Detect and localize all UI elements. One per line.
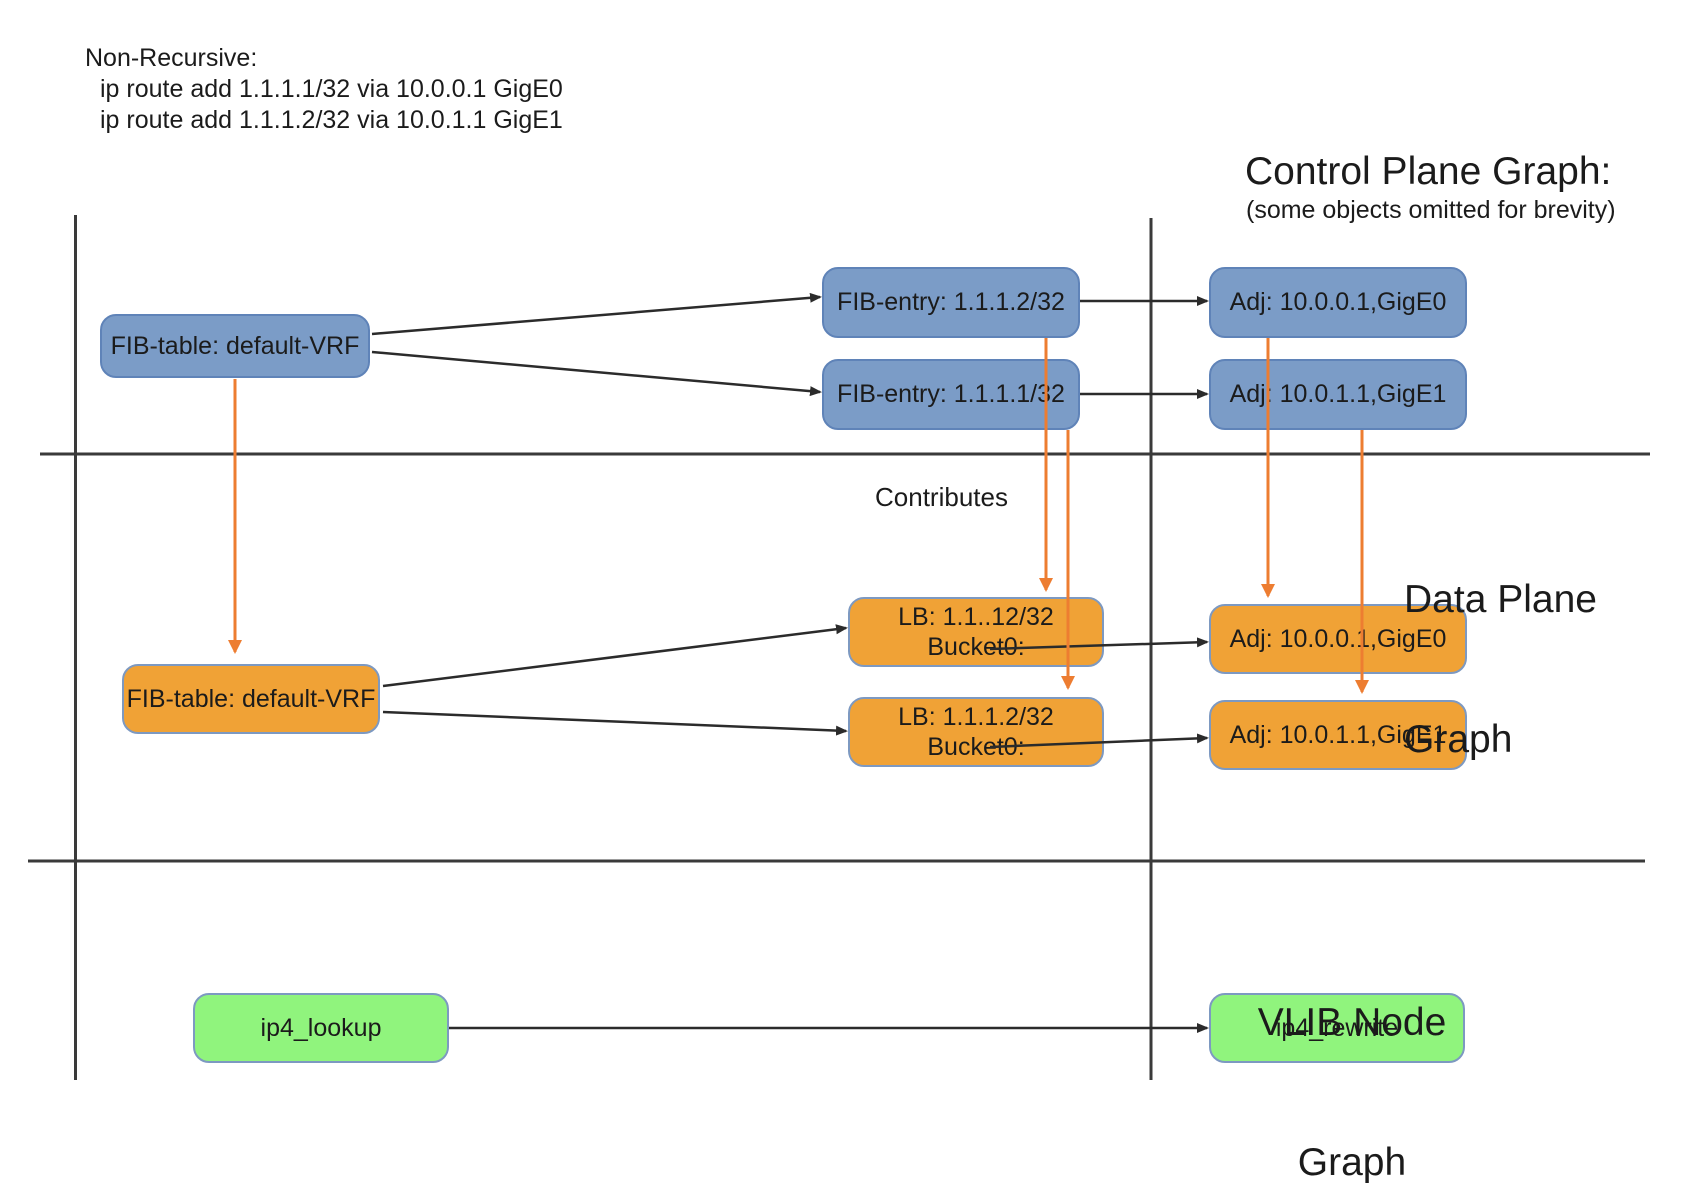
arrow-cp-fibtable-to-entry-1112 [371,292,822,336]
node-cp-fib-table: FIB-table: default-VRF [100,314,370,378]
control-plane-title: Control Plane Graph: [1245,150,1612,193]
contributes-label: Contributes [875,482,1008,512]
data-plane-title-line1: Data Plane [1404,577,1597,621]
data-plane-title: Data Plane Graph [1404,483,1597,857]
arrow-cp-fibtable-to-entry-1111 [371,350,822,397]
control-plane-subtitle: (some objects omitted for brevity) [1246,196,1616,224]
vlib-title: VLIB Node Graph [1256,906,1448,1184]
node-cp-fib-entry-1111: FIB-entry: 1.1.1.1/32 [822,359,1080,430]
arrow-dp-fibtable-to-lb-2 [382,710,848,736]
node-dp-lb-1-line1: LB: 1.1..12/32 [898,602,1054,631]
vlib-title-line1: VLIB Node [1257,1000,1447,1044]
node-dp-lb-1: LB: 1.1..12/32 Bucket0: [848,597,1104,667]
node-dp-lb-1-line2: Bucket0: [927,633,1025,661]
vlib-title-line2: Graph [1297,1140,1407,1184]
node-dp-fib-table: FIB-table: default-VRF [122,664,380,734]
node-dp-lb-2-line2: Bucket0: [927,733,1025,761]
note-route-line-2: ip route add 1.1.1.2/32 via 10.0.1.1 Gig… [100,106,563,134]
node-dp-lb-2: LB: 1.1.1.2/32 Bucket0: [848,697,1104,767]
note-route-line-1: ip route add 1.1.1.1/32 via 10.0.0.1 Gig… [100,75,563,103]
node-vlib-ip4-lookup: ip4_lookup [193,993,449,1063]
node-dp-lb-2-line1: LB: 1.1.1.2/32 [898,702,1054,731]
node-dp-adj-gige1: Adj: 10.0.1.1,GigE1 [1209,700,1467,770]
node-vlib-ip4-rewrite: ip4_rewrite [1209,993,1465,1063]
arrow-dp-fibtable-to-lb-1 [382,624,848,688]
node-dp-adj-gige0: Adj: 10.0.0.1,GigE0 [1209,604,1467,674]
data-plane-title-line2: Graph [1404,717,1513,761]
node-cp-adj-gige0: Adj: 10.0.0.1,GigE0 [1209,267,1467,338]
node-cp-adj-gige1: Adj: 10.0.1.1,GigE1 [1209,359,1467,430]
note-heading: Non-Recursive: [85,44,258,72]
node-cp-fib-entry-1112: FIB-entry: 1.1.1.2/32 [822,267,1080,338]
